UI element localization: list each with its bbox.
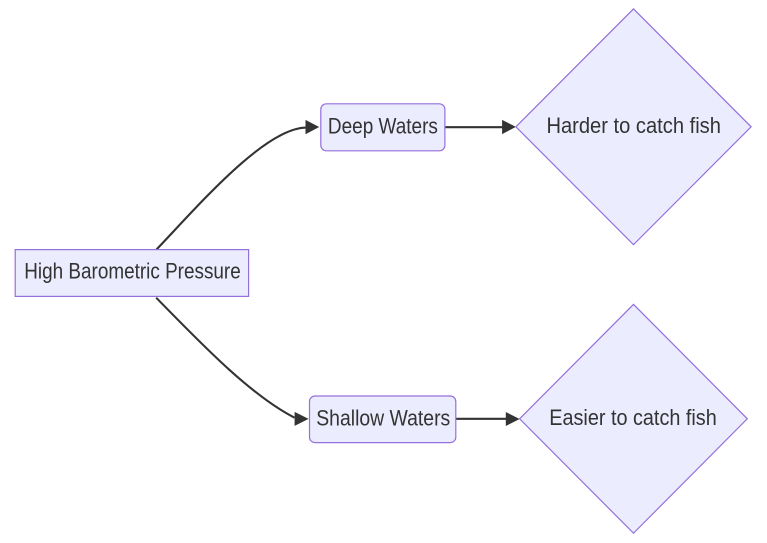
svg-text:High Barometric Pressure: High Barometric Pressure [24, 259, 241, 284]
svg-text:Deep Waters: Deep Waters [328, 113, 438, 138]
svg-text:Shallow Waters: Shallow Waters [316, 405, 450, 430]
svg-text:Easier to catch fish: Easier to catch fish [549, 405, 717, 430]
svg-text:Harder to catch fish: Harder to catch fish [546, 113, 721, 138]
